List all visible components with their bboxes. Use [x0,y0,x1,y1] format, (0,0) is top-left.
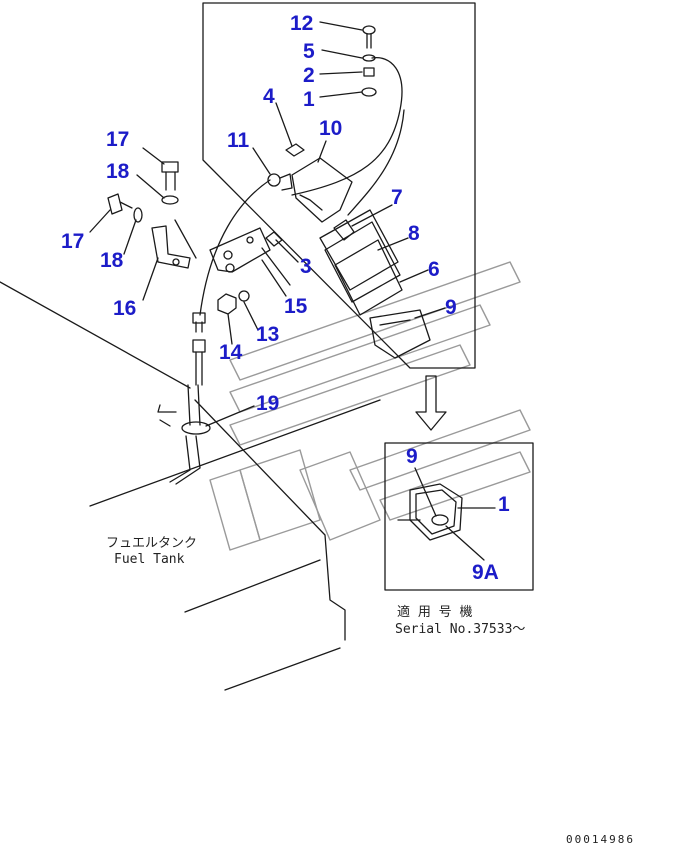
nut-and-washer [217,290,250,315]
callout-8: 8 [408,222,420,245]
callout-17-upper: 17 [106,128,130,151]
upper-detail-frame [202,2,476,369]
inset-detail-frame [384,442,534,591]
inset-callout-9: 9 [406,445,418,468]
callout-13: 13 [256,323,280,346]
callout-17-lower: 17 [61,230,85,253]
serial-label-jp: 適 用 号 機 [397,605,473,620]
callout-18-lower: 18 [100,249,124,272]
callout-4: 4 [263,85,275,108]
callout-16: 16 [113,297,137,320]
inset-callout-1: 1 [498,493,510,516]
down-arrow-icon [415,375,447,431]
document-number: 00014986 [566,833,635,846]
bolts-and-washers [107,161,179,223]
bracket-16-shape [151,219,197,269]
watermark-logo [209,261,531,551]
fuel-tank-label-jp: フュエルタンク [106,536,198,551]
callout-3: 3 [300,255,312,278]
callout-6: 6 [428,258,440,281]
sender-pipe [157,384,211,485]
fuel-tank-label-en: Fuel Tank [114,552,185,567]
callout-14: 14 [219,341,243,364]
callout-9: 9 [445,296,457,319]
callout-12: 12 [290,12,314,35]
callout-11: 11 [227,129,250,152]
callout-15: 15 [284,295,308,318]
callout-1: 1 [303,88,315,111]
callout-18-upper: 18 [106,160,130,183]
callout-7: 7 [391,186,403,209]
fuel-tank-outline [0,281,381,691]
wire-harness [192,56,405,386]
leader-lines [89,21,496,561]
bracket-15-shape [209,227,291,286]
callout-10: 10 [319,117,343,140]
serial-number: Serial No.37533～ [395,622,526,637]
inset-callout-9a: 9A [472,561,499,584]
callout-2: 2 [303,64,315,87]
callout-5: 5 [303,40,315,63]
callout-19: 19 [256,392,280,415]
inset-lamp [397,483,463,541]
